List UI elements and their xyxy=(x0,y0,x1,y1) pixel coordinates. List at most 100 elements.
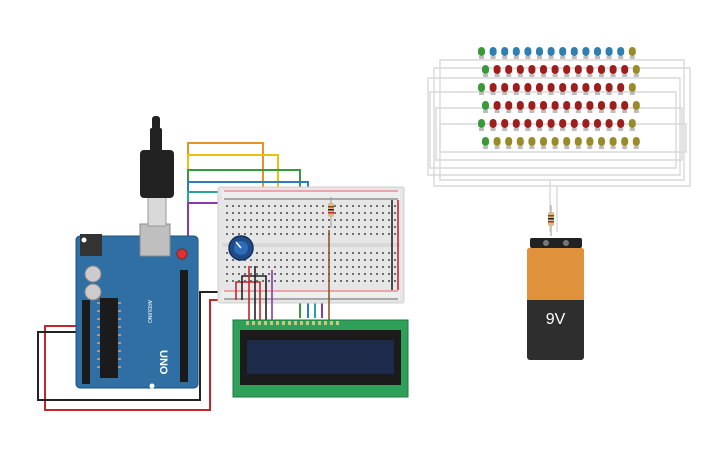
led[interactable] xyxy=(586,101,594,110)
led[interactable] xyxy=(505,101,513,110)
led[interactable] xyxy=(594,47,601,56)
led[interactable] xyxy=(524,47,532,56)
led[interactable] xyxy=(574,137,582,146)
led[interactable] xyxy=(551,65,559,74)
led[interactable] xyxy=(621,137,629,146)
led[interactable] xyxy=(628,83,636,92)
led[interactable] xyxy=(547,119,555,128)
led[interactable] xyxy=(559,47,567,56)
led[interactable] xyxy=(594,119,601,128)
led[interactable] xyxy=(605,47,613,56)
breadboard[interactable] xyxy=(217,186,405,304)
led[interactable] xyxy=(478,47,485,56)
led-leg xyxy=(575,146,581,149)
breadboard-hole xyxy=(352,205,354,207)
led[interactable] xyxy=(594,83,601,92)
led[interactable] xyxy=(563,101,571,110)
led[interactable] xyxy=(621,65,629,74)
led[interactable] xyxy=(617,119,625,128)
led[interactable] xyxy=(621,101,629,110)
led[interactable] xyxy=(582,47,590,56)
led[interactable] xyxy=(570,83,578,92)
led[interactable] xyxy=(489,83,497,92)
lcd-wires[interactable] xyxy=(235,200,399,322)
led[interactable] xyxy=(505,137,513,146)
led[interactable] xyxy=(536,47,543,56)
led[interactable] xyxy=(570,47,578,56)
led[interactable] xyxy=(528,101,536,110)
led[interactable] xyxy=(482,101,489,110)
led[interactable] xyxy=(512,83,520,92)
led[interactable] xyxy=(609,65,617,74)
led[interactable] xyxy=(586,65,594,74)
led[interactable] xyxy=(547,83,555,92)
led[interactable] xyxy=(598,65,605,74)
led[interactable] xyxy=(540,137,547,146)
led[interactable] xyxy=(605,83,613,92)
led[interactable] xyxy=(478,83,485,92)
arduino-uno-board[interactable]: UNO ARDUINO xyxy=(75,223,199,389)
led[interactable] xyxy=(551,101,559,110)
battery-resistor-icon[interactable] xyxy=(548,205,554,236)
led[interactable] xyxy=(489,119,497,128)
led[interactable] xyxy=(586,137,594,146)
led[interactable] xyxy=(501,47,509,56)
led-matrix[interactable] xyxy=(427,47,691,232)
led[interactable] xyxy=(582,83,590,92)
led[interactable] xyxy=(501,83,509,92)
led[interactable] xyxy=(536,119,543,128)
breadboard-hole xyxy=(382,280,384,282)
power-wires[interactable] xyxy=(37,291,232,411)
led[interactable] xyxy=(574,101,582,110)
led[interactable] xyxy=(536,83,543,92)
led[interactable] xyxy=(559,83,567,92)
led[interactable] xyxy=(605,119,613,128)
led[interactable] xyxy=(582,119,590,128)
led[interactable] xyxy=(524,83,532,92)
led[interactable] xyxy=(632,65,640,74)
lcd-pin xyxy=(312,321,315,325)
led[interactable] xyxy=(547,47,555,56)
led[interactable] xyxy=(563,65,571,74)
led[interactable] xyxy=(598,101,605,110)
resistor-icon[interactable] xyxy=(328,197,334,228)
led[interactable] xyxy=(632,137,640,146)
led[interactable] xyxy=(609,101,617,110)
led[interactable] xyxy=(516,65,524,74)
usb-cable-icon[interactable] xyxy=(140,116,174,227)
led[interactable] xyxy=(551,137,559,146)
led[interactable] xyxy=(505,65,513,74)
led[interactable] xyxy=(609,137,617,146)
led[interactable] xyxy=(628,47,636,56)
led[interactable] xyxy=(482,65,489,74)
led[interactable] xyxy=(628,119,636,128)
led[interactable] xyxy=(516,101,524,110)
led[interactable] xyxy=(512,47,520,56)
potentiometer-knob-icon[interactable] xyxy=(228,235,254,261)
led[interactable] xyxy=(540,65,547,74)
led[interactable] xyxy=(574,65,582,74)
led[interactable] xyxy=(617,83,625,92)
led[interactable] xyxy=(478,119,485,128)
led[interactable] xyxy=(598,137,605,146)
led[interactable] xyxy=(563,137,571,146)
lcd-display[interactable] xyxy=(232,319,409,398)
led[interactable] xyxy=(528,137,536,146)
led[interactable] xyxy=(632,101,640,110)
led[interactable] xyxy=(512,119,520,128)
led[interactable] xyxy=(493,137,501,146)
led[interactable] xyxy=(540,101,547,110)
led[interactable] xyxy=(559,119,567,128)
led[interactable] xyxy=(570,119,578,128)
led[interactable] xyxy=(528,65,536,74)
led[interactable] xyxy=(516,137,524,146)
battery-9v[interactable]: 9V xyxy=(527,238,584,360)
led[interactable] xyxy=(617,47,625,56)
led[interactable] xyxy=(493,65,501,74)
led[interactable] xyxy=(501,119,509,128)
led[interactable] xyxy=(482,137,489,146)
led[interactable] xyxy=(489,47,497,56)
led[interactable] xyxy=(493,101,501,110)
led[interactable] xyxy=(524,119,532,128)
